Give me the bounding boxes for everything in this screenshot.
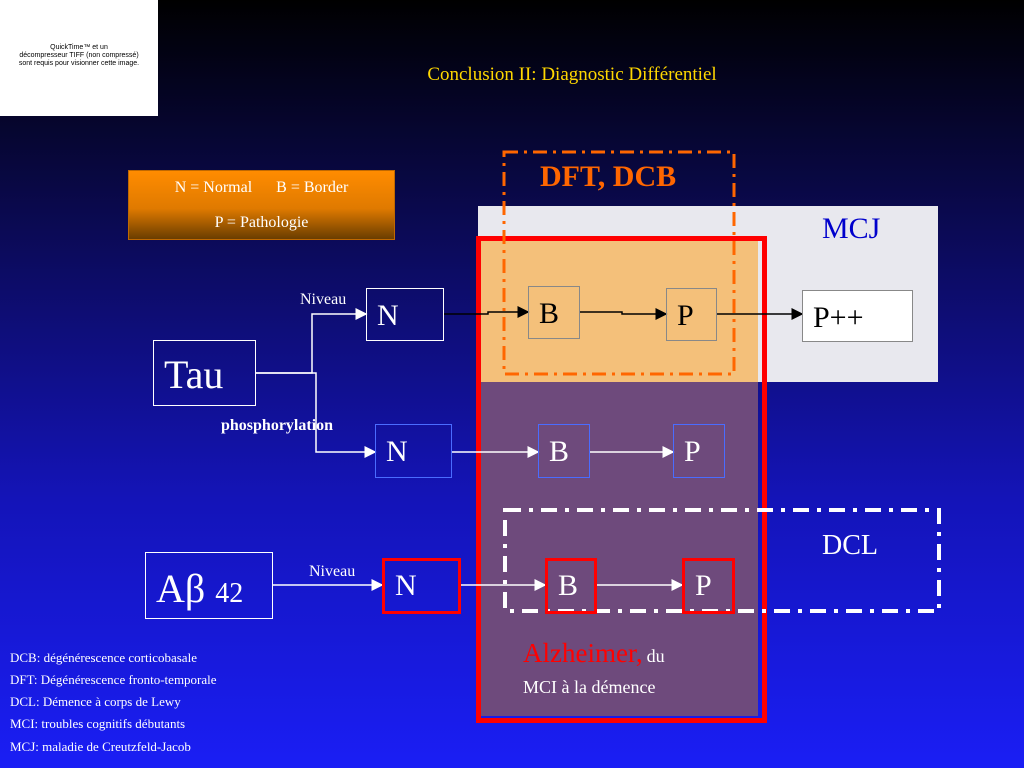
mcj-label: MCJ xyxy=(822,212,881,245)
quicktime-line-2: décompresseur TIFF (non compressé) xyxy=(19,52,139,59)
abeta-label: Aβ 42 xyxy=(156,565,243,612)
abbr-dft: DFT: Dégénérescence fronto-temporale xyxy=(10,672,217,687)
legend-normal: N = Normal xyxy=(174,179,253,196)
b1-to-p1-arrow xyxy=(580,308,668,320)
tau-node: Tau xyxy=(153,340,256,406)
b-node-row1-label: B xyxy=(539,297,560,330)
alzheimer-du: du xyxy=(646,646,665,666)
legend-pathologie: P = Pathologie xyxy=(214,214,309,231)
alzheimer-word: Alzheimer, xyxy=(523,638,643,668)
p-node-row1-label: P xyxy=(677,299,694,332)
alzheimer-region xyxy=(480,382,758,716)
abeta-symbol: Aβ xyxy=(156,566,206,611)
phosphorylation-label: phosphorylation xyxy=(221,417,334,434)
b-node-row2: B xyxy=(538,424,590,478)
tau-to-n2-connector xyxy=(256,372,377,458)
quicktime-line-1: QuickTime™ et un xyxy=(50,44,108,51)
p-node-row2-label: P xyxy=(684,435,701,468)
p-node-row3: P xyxy=(682,558,735,614)
b-node-row1: B xyxy=(528,286,580,339)
abbr-dcl: DCL: Démence à corps de Lewy xyxy=(10,694,181,709)
abeta-node: Aβ 42 xyxy=(145,552,273,619)
n-node-row3-label: N xyxy=(395,569,417,602)
abbr-dcb: DCB: dégénérescence corticobasale xyxy=(10,650,197,665)
niveau-label-tau: Niveau xyxy=(300,291,347,308)
n-node-row2: N xyxy=(375,424,452,478)
niveau-label-abeta: Niveau xyxy=(309,563,356,580)
quicktime-placeholder-image: QuickTime™ et un décompresseur TIFF (non… xyxy=(0,0,158,116)
p-node-row2: P xyxy=(673,424,725,478)
n-node-row3: N xyxy=(382,558,461,614)
p-node-row1: P xyxy=(666,288,717,341)
dcl-dashed-frame xyxy=(503,508,941,613)
p-node-row3-label: P xyxy=(695,569,712,602)
abbr-mcj: MCJ: maladie de Creutzfeld-Jacob xyxy=(10,739,191,754)
alzheimer-mci-label: MCI à la démence xyxy=(523,677,656,697)
b-node-row3-label: B xyxy=(558,569,579,602)
pplus-node: P++ xyxy=(802,290,913,342)
n-node-row1-label: N xyxy=(377,299,399,332)
b-node-row2-label: B xyxy=(549,435,570,468)
legend-line-1: N = Normal B = Border xyxy=(129,179,394,197)
n-node-row1: N xyxy=(366,288,444,341)
slide-title: Conclusion II: Diagnostic Différentiel xyxy=(427,64,717,85)
alzheimer-label: Alzheimer, du xyxy=(523,638,665,669)
alzheimer-frame xyxy=(476,236,767,723)
quicktime-line-3: sont requis pour visionner cette image. xyxy=(18,60,140,67)
dft-dcb-label: DFT, DCB xyxy=(540,160,677,193)
pplus-node-label: P++ xyxy=(813,301,864,334)
abeta-number: 42 xyxy=(215,578,244,609)
tau-label: Tau xyxy=(164,352,224,397)
tau-to-n1-connector xyxy=(256,308,368,374)
b-node-row3: B xyxy=(545,558,597,614)
n-node-row2-label: N xyxy=(386,435,408,468)
abbr-mci: MCI: troubles cognitifs débutants xyxy=(10,716,186,731)
dft-dcb-dashed-frame xyxy=(502,150,736,376)
legend-border: B = Border xyxy=(276,179,349,196)
legend-box: N = Normal B = Border P = Pathologie xyxy=(128,170,395,240)
n1-to-b1-arrow xyxy=(444,306,530,318)
dcl-label: DCL xyxy=(822,530,878,561)
